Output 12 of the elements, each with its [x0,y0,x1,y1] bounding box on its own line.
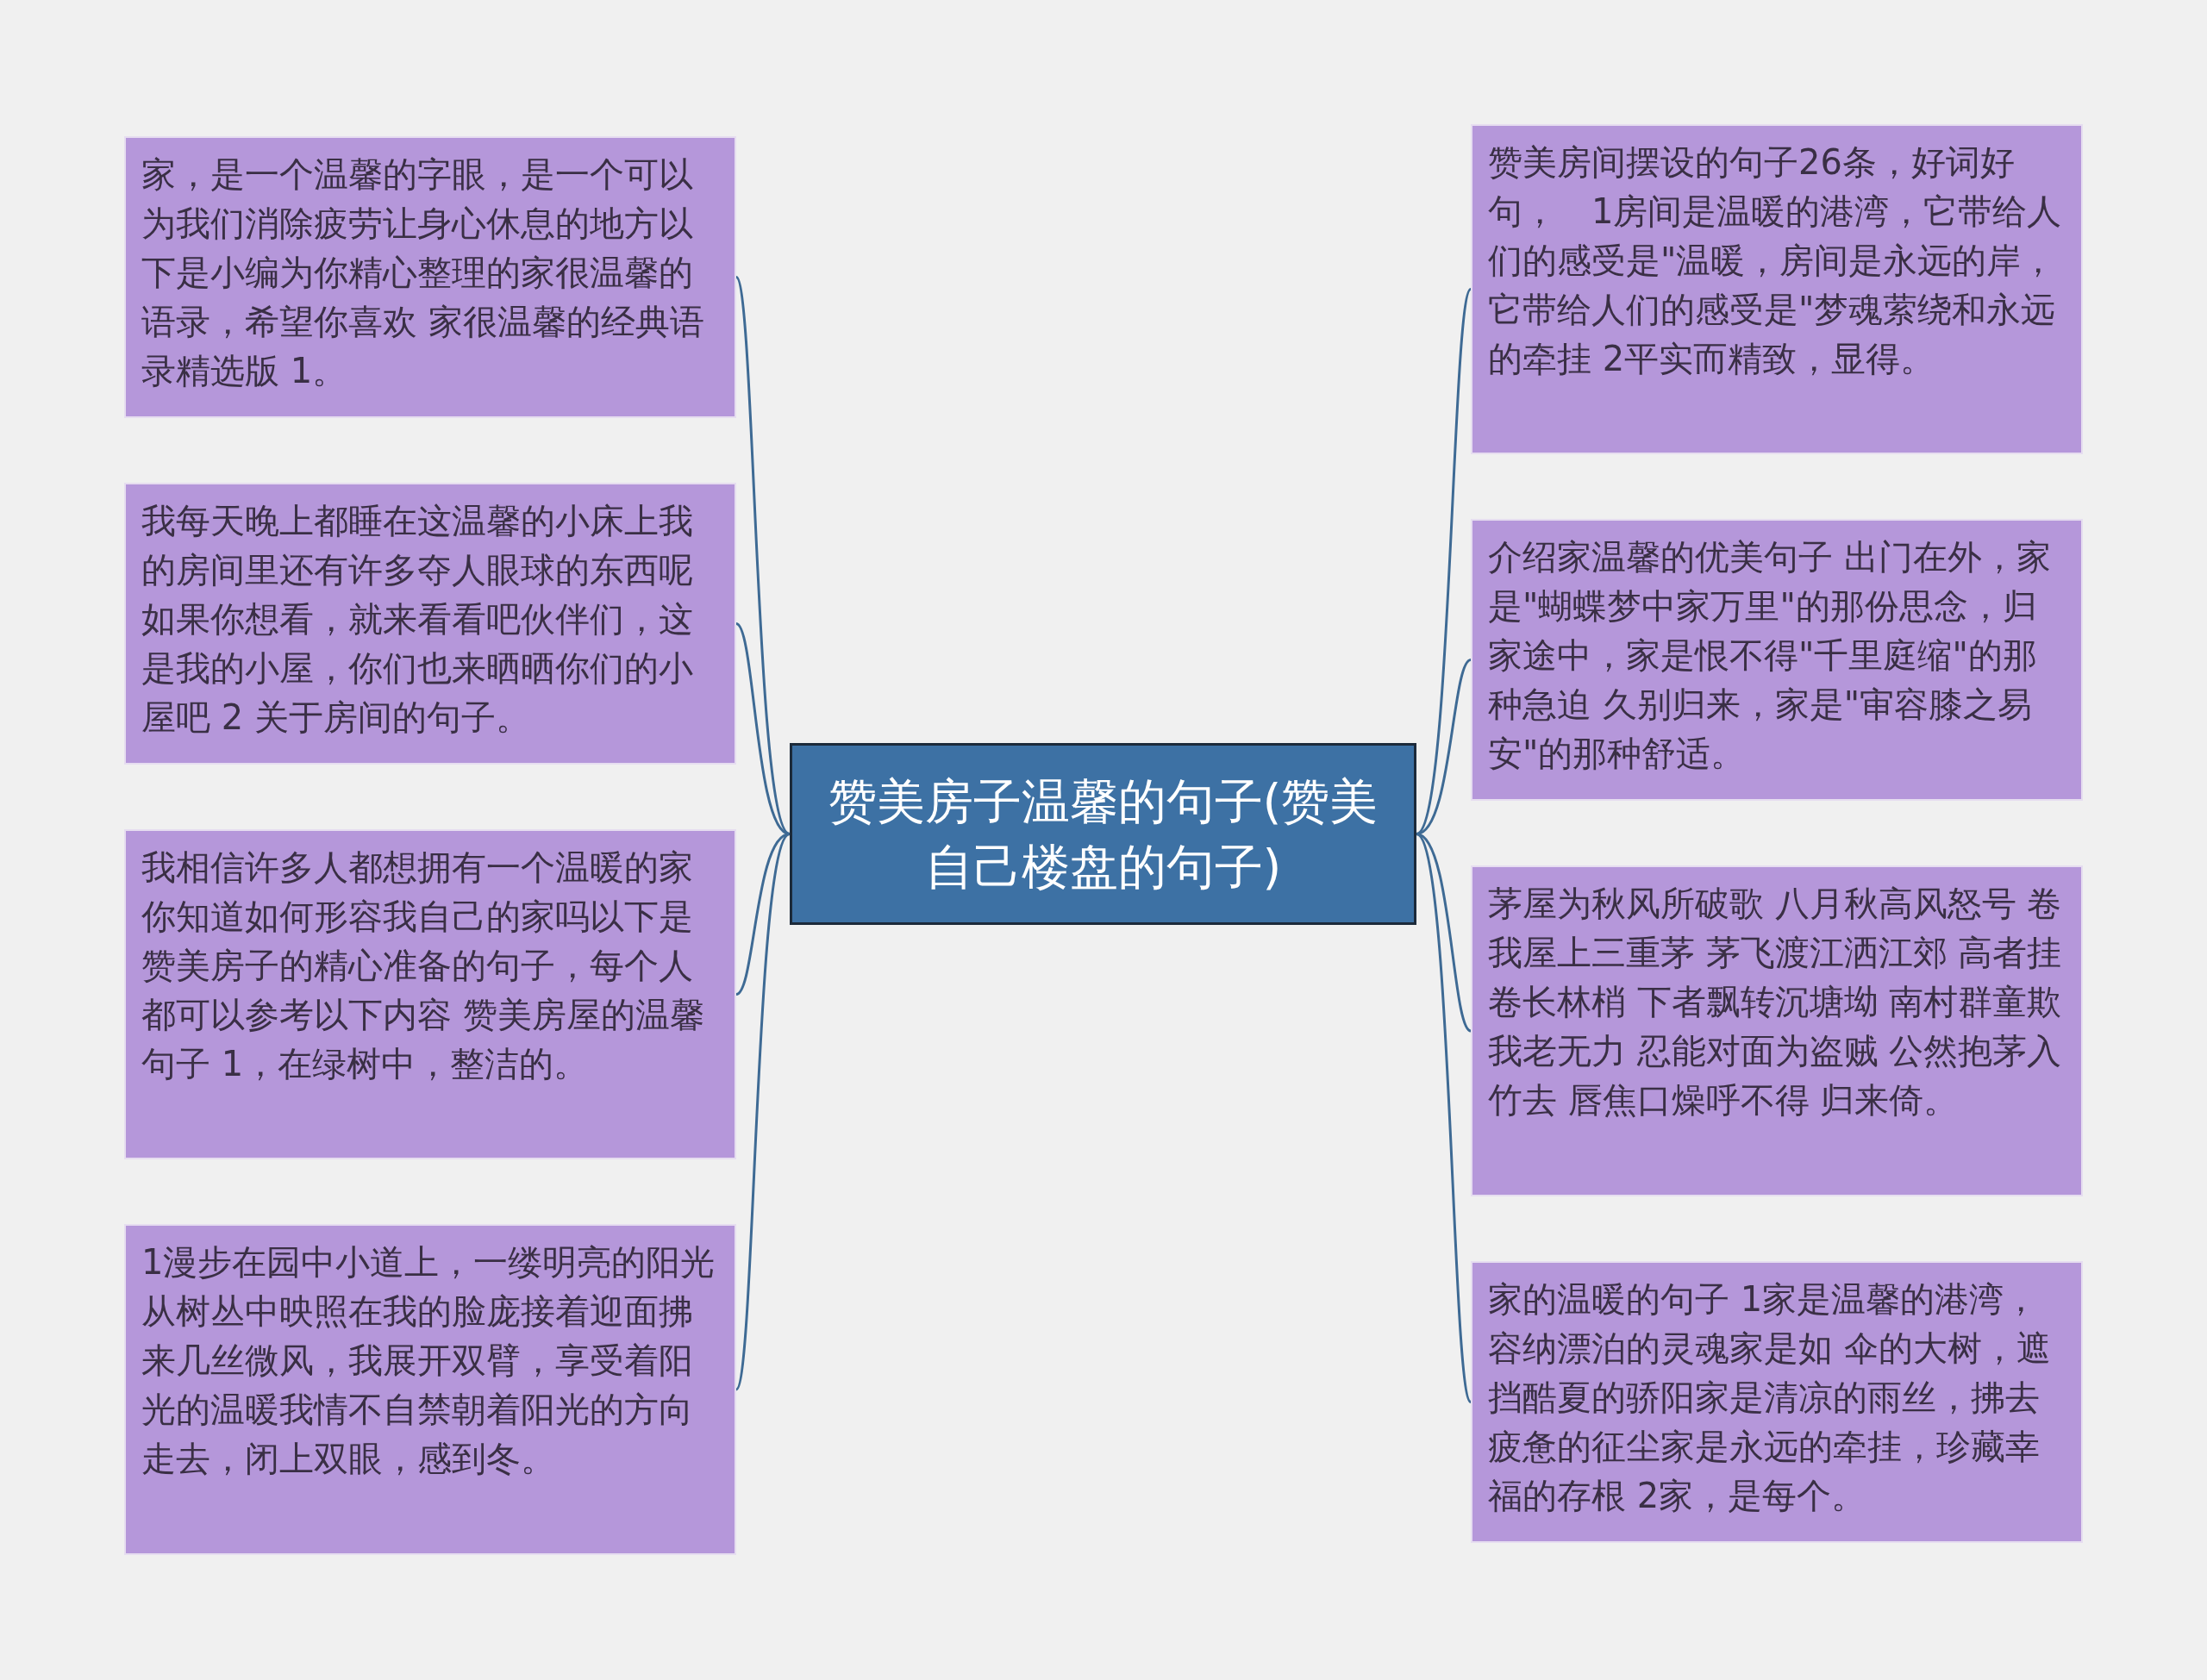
topic-box: 赞美房间摆设的句子26条，好词好句， 1房间是温暖的港湾，它带给人们的感受是"温暖，房间是永远的岸，它带给人们的感受是"梦魂萦绕和永远的牵挂 2平实而精致，显得。 [1471,124,2083,454]
topic-box: 家的温暖的句子 1家是温馨的港湾，容纳漂泊的灵魂家是如 伞的大树，遮挡酷夏的骄阳家是清凉的雨丝，拂去疲惫的征尘家是永远的牵挂，珍藏幸福的存根 2家，是每个。 [1471,1261,2083,1543]
connector-line [1416,833,1472,1033]
topic-box: 我相信许多人都想拥有一个温暖的家你知道如何形容我自己的家吗以下是赞美房子的精心准备的句子，每个人都可以参考以下内容 赞美房屋的温馨句子 1，在绿树中，整洁的。 [124,829,736,1159]
topic-box: 1漫步在园中小道上，一缕明亮的阳光从树丛中映照在我的脸庞接着迎面拂来几丝微风，我展开双臂，享受着阳光的温暖我情不自禁朝着阳光的方向走去，闭上双眼，感到冬。 [124,1224,736,1555]
connector-line [735,833,791,996]
topic-box: 介绍家温馨的优美句子 出门在外，家是"蝴蝶梦中家万里"的那份思念，归家途中，家是恨不得"千里庭缩"的那种急迫 久别归来，家是"审容膝之易安"的那种舒适。 [1471,519,2083,801]
topic-box: 我每天晚上都睡在这温馨的小床上我的房间里还有许多夺人眼球的东西呢如果你想看，就来看看吧伙伴们，这是我的小屋，你们也来晒晒你们的小屋吧 2 关于房间的句子。 [124,483,736,765]
topic-box: 茅屋为秋风所破歌 八月秋高风怒号 卷我屋上三重茅 茅飞渡江洒江郊 高者挂卷长林梢 下者飘转沉塘坳 南村群童欺我老无力 忍能对面为盗贼 公然抱茅入竹去 唇焦口燥呼不得 归来倚。 [1471,865,2083,1196]
central-topic-box: 赞美房子温馨的句子(赞美自己楼盘的句子) [790,743,1416,925]
topic-box: 家，是一个温馨的字眼，是一个可以为我们消除疲劳让身心休息的地方以下是小编为你精心整理的家很温馨的语录，希望你喜欢 家很温馨的经典语录精选版 1。 [124,136,736,418]
connector-line [1415,833,1472,1403]
